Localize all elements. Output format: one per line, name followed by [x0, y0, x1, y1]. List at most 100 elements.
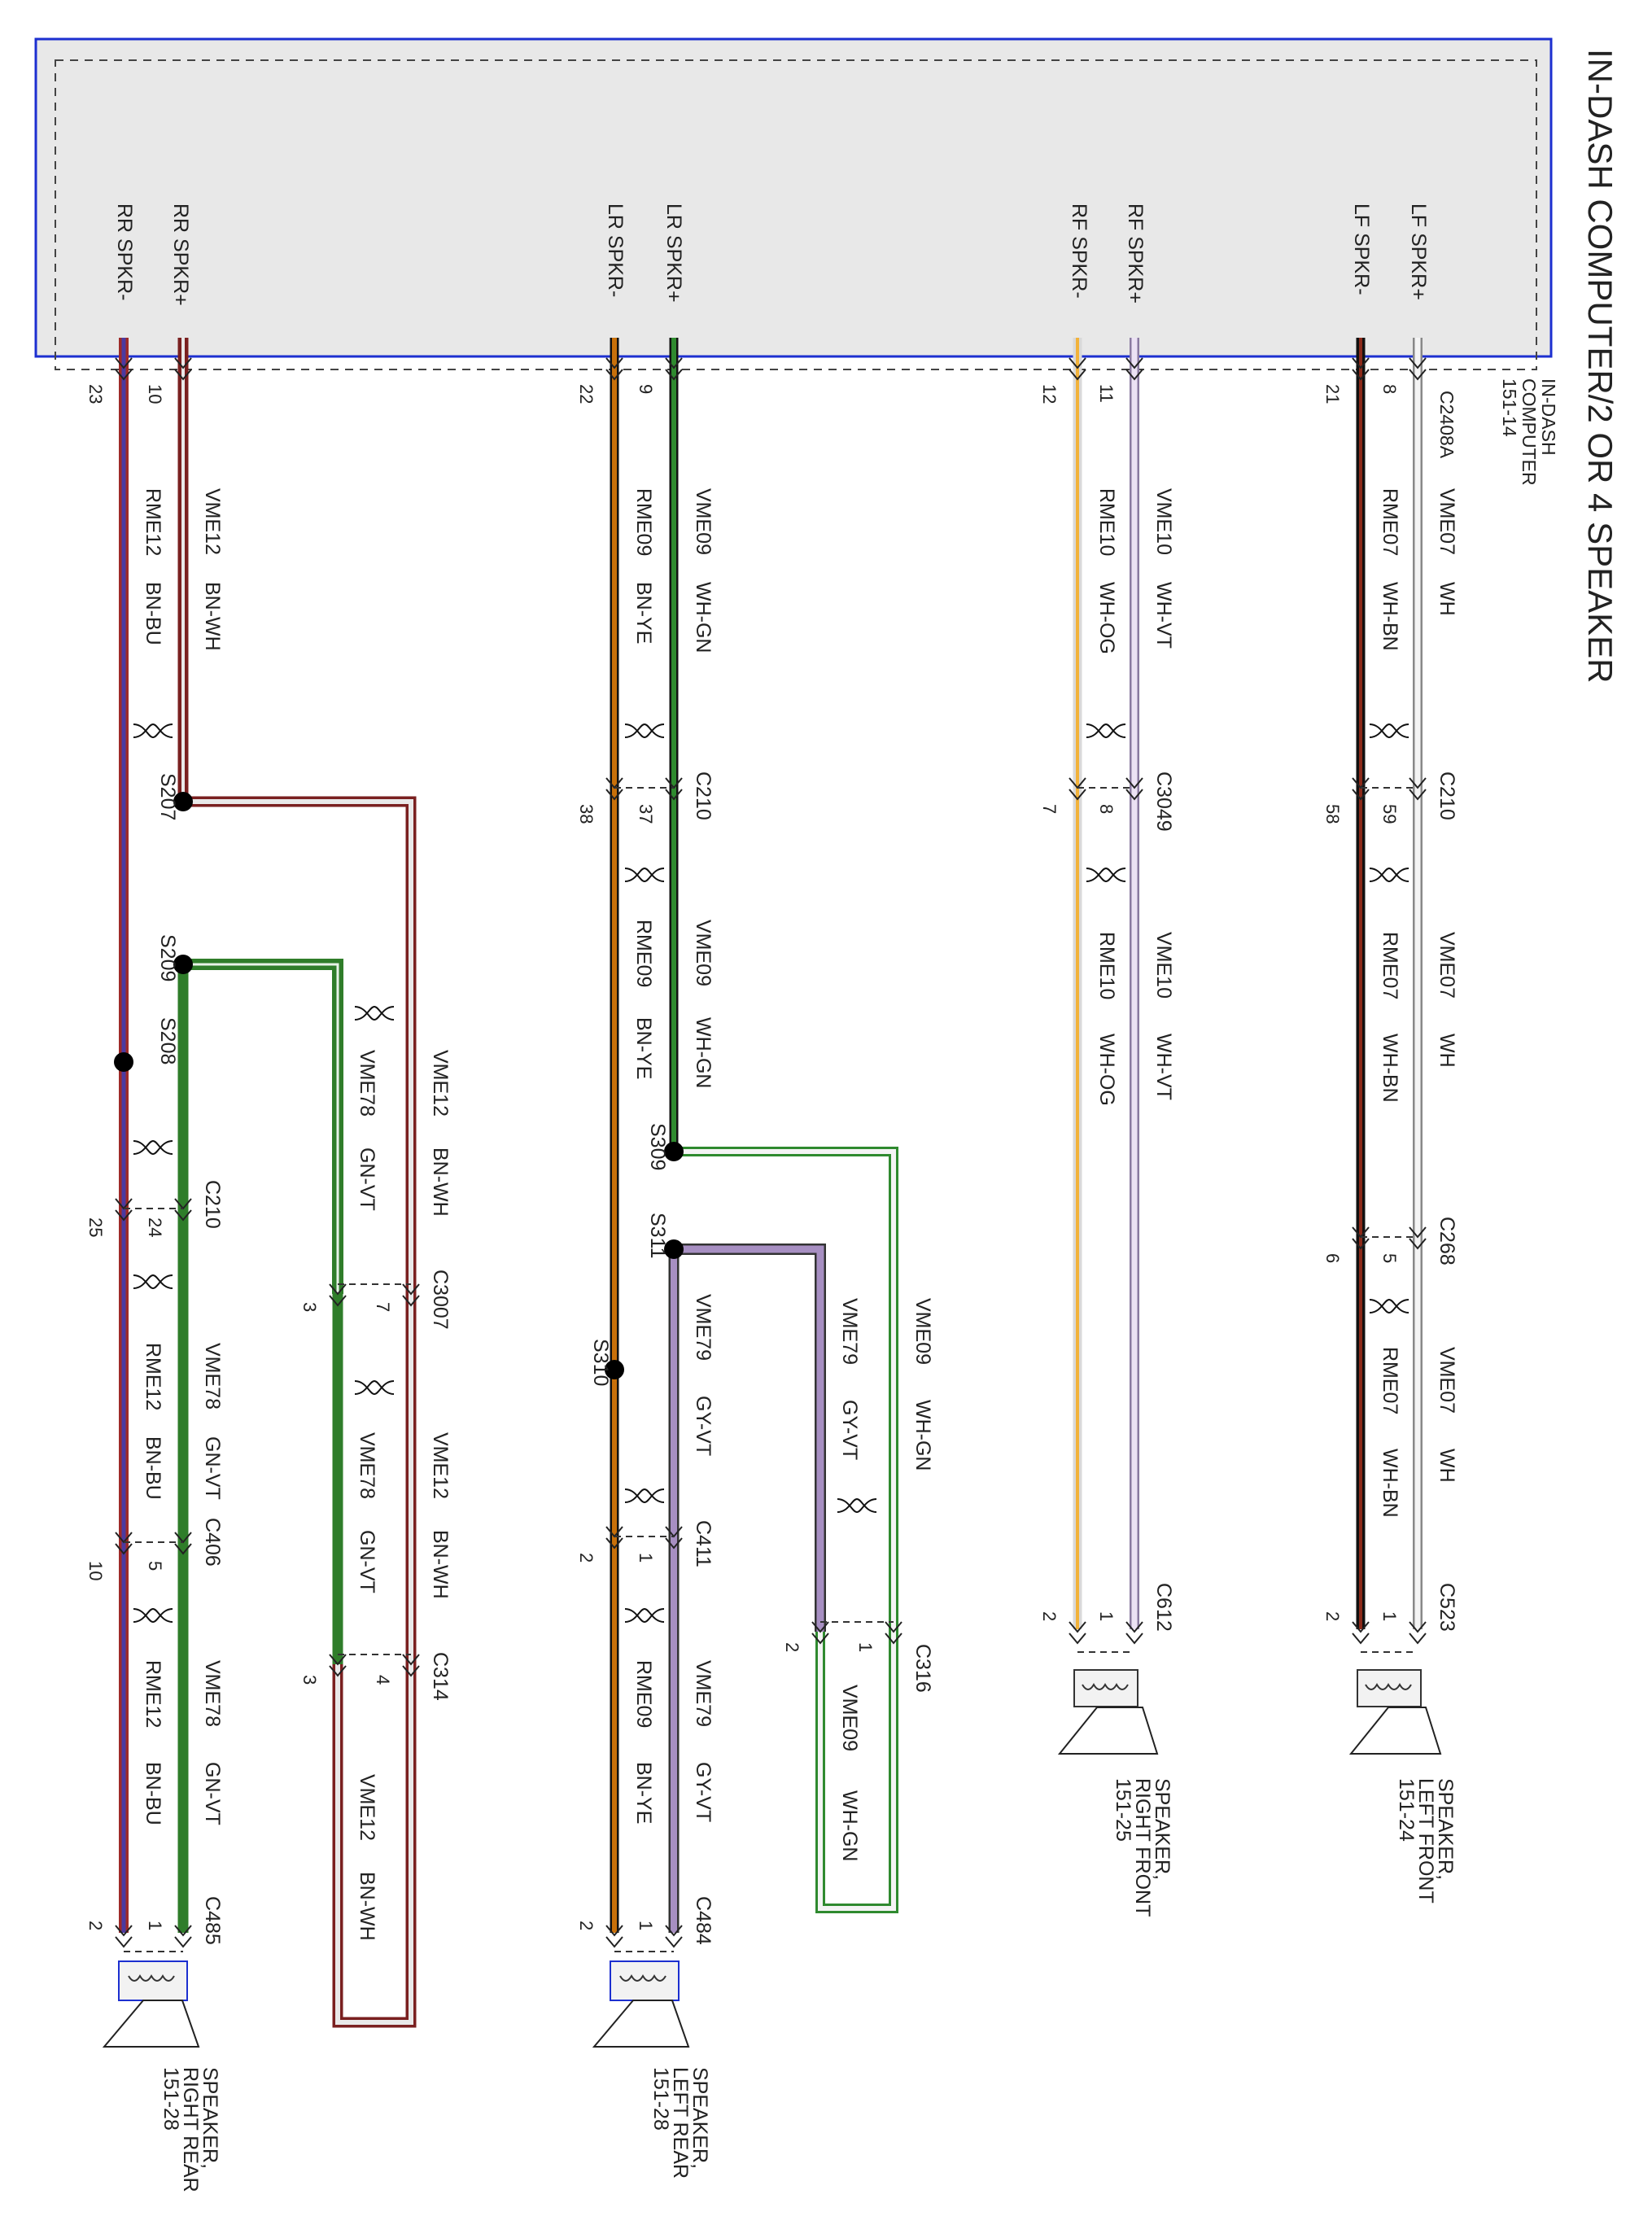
pin-lr-neg-c411: 2: [576, 1553, 597, 1563]
wire-vme09-3: VME09: [911, 1298, 934, 1365]
speaker-lr-line3: 151-28: [649, 2067, 672, 2131]
terminal-lf-spkr-neg: LF SPKR-: [1350, 203, 1373, 295]
wire-wh-gn-3: WH-GN: [911, 1400, 934, 1471]
wire-vme12-3: VME12: [429, 1432, 452, 1499]
connector-c523: C523: [1436, 1583, 1458, 1632]
wire-rme09-2: RME09: [632, 920, 655, 987]
pin-c3007-7: 7: [373, 1302, 393, 1312]
pin-c314-3: 3: [299, 1675, 320, 1685]
wire-rme12-3: RME12: [142, 1660, 164, 1728]
wire-vme78-1: VME78: [356, 1050, 378, 1117]
pin-c316-2: 2: [782, 1642, 802, 1652]
terminal-lf-spkr-pos: LF SPKR+: [1407, 203, 1430, 300]
pin-rr-pos-c485: 1: [145, 1921, 165, 1930]
wire-vme10-1: VME10: [1152, 488, 1175, 555]
speaker-lf-line2: LEFT FRONT: [1414, 1778, 1437, 1904]
wire-wh-bn-1: WH-BN: [1379, 582, 1401, 651]
splice-s207: S207: [156, 773, 179, 820]
splice-s310: S310: [589, 1339, 612, 1386]
pin-lf-neg-module: 21: [1322, 384, 1343, 404]
wire-wh-vt-1: WH-VT: [1152, 582, 1175, 649]
wire-rme12-2: RME12: [142, 1343, 164, 1410]
wire-wh-vt-2: WH-VT: [1152, 1034, 1175, 1100]
connector-c316: C316: [911, 1644, 934, 1693]
wire-bn-wh-2: BN-WH: [429, 1147, 452, 1217]
wire-vme07-1: VME07: [1436, 488, 1458, 555]
wire-vme79-2: VME79: [692, 1294, 715, 1361]
wire-vme12-2: VME12: [429, 1050, 452, 1117]
wire-rme10-2: RME10: [1095, 932, 1118, 999]
in-dash-computer-box: [34, 37, 1553, 358]
pin-rf-pos-module: 11: [1096, 384, 1117, 403]
pin-lr-pos-c210: 37: [636, 804, 656, 824]
pin-c316-1: 1: [855, 1642, 876, 1652]
terminal-lr-spkr-pos: LR SPKR+: [662, 203, 685, 303]
connector-c406: C406: [201, 1518, 224, 1567]
pin-lr-neg-c484: 2: [576, 1921, 597, 1930]
pin-lf-neg-c523: 2: [1322, 1611, 1343, 1621]
wire-gy-vt-2: GY-VT: [692, 1396, 715, 1456]
wire-vme07-2: VME07: [1436, 932, 1458, 999]
wire-rme07-3: RME07: [1379, 1347, 1401, 1414]
pin-c314-4: 4: [373, 1675, 393, 1685]
speaker-lf-line1: SPEAKER,: [1434, 1778, 1457, 1880]
pin-rr-pos-c210: 24: [145, 1217, 165, 1237]
wire-bn-wh-1: BN-WH: [201, 582, 224, 651]
terminal-rf-spkr-neg: RF SPKR-: [1068, 203, 1090, 299]
wire-vme79-1: VME79: [838, 1298, 861, 1365]
pin-rr-neg-c406: 10: [85, 1561, 106, 1580]
connector-c2408a: C2408A: [1436, 391, 1458, 459]
speaker-rf-line1: SPEAKER,: [1151, 1778, 1173, 1880]
pin-lr-neg-module: 22: [576, 384, 597, 404]
wire-bn-bu-3: BN-BU: [142, 1762, 164, 1825]
pin-rf-pos-c612: 1: [1096, 1611, 1117, 1621]
wire-bn-ye-1: BN-YE: [632, 582, 655, 644]
rf-group: [1057, 338, 1159, 1755]
terminal-lr-spkr-neg: LR SPKR-: [604, 203, 627, 297]
connector-c3049: C3049: [1152, 771, 1175, 832]
wire-wh-bn-2: WH-BN: [1379, 1034, 1401, 1103]
module-dashed-frame: [55, 59, 1537, 370]
wire-bn-ye-3: BN-YE: [632, 1762, 655, 1824]
connector-c3007: C3007: [429, 1270, 452, 1330]
module-name-1: IN-DASH: [1538, 378, 1559, 456]
pin-rf-neg-module: 12: [1039, 384, 1060, 404]
wire-rme09-3: RME09: [632, 1660, 655, 1728]
pin-lf-pos-c210: 59: [1379, 804, 1400, 824]
speaker-rr-line1: SPEAKER,: [199, 2067, 221, 2169]
lf-group: [1348, 338, 1442, 1755]
terminal-rr-spkr-neg: RR SPKR-: [113, 203, 136, 300]
connector-c485: C485: [201, 1896, 224, 1945]
wire-wh-gn-4: WH-GN: [838, 1790, 861, 1861]
wire-gn-vt-4: GN-VT: [201, 1762, 224, 1825]
speaker-lr-line1: SPEAKER,: [688, 2067, 711, 2169]
wire-rme09-1: RME09: [632, 488, 655, 556]
wire-rme07-2: RME07: [1379, 932, 1401, 999]
wire-gn-vt-1: GN-VT: [356, 1147, 378, 1211]
wire-vme78-3: VME78: [356, 1432, 378, 1499]
speaker-rr-line3: 151-28: [160, 2067, 182, 2131]
pin-rr-neg-c210: 25: [85, 1217, 106, 1237]
connector-c210-lf: C210: [1436, 771, 1458, 820]
pin-rf-pos-c3049: 8: [1096, 804, 1117, 814]
module-name-2: COMPUTER: [1519, 378, 1540, 486]
wire-wh-og-1: WH-OG: [1095, 582, 1118, 654]
pin-lr-pos-c411: 1: [636, 1553, 656, 1563]
wire-bn-bu-1: BN-BU: [142, 582, 164, 645]
connector-c210-lr: C210: [692, 771, 715, 820]
pin-lf-pos-module: 8: [1379, 384, 1400, 394]
splice-s208: S208: [156, 1017, 179, 1064]
wire-wh-og-2: WH-OG: [1095, 1034, 1118, 1106]
pin-rr-pos-c406: 5: [145, 1561, 165, 1571]
splice-s311: S311: [646, 1213, 669, 1259]
splice-s209: S209: [156, 934, 179, 981]
connector-c484: C484: [692, 1896, 715, 1945]
pin-rr-neg-module: 23: [85, 384, 106, 404]
pin-rr-neg-c485: 2: [85, 1921, 106, 1930]
wire-gy-vt-1: GY-VT: [838, 1400, 861, 1460]
wire-vme09-2: VME09: [692, 920, 715, 986]
wire-wh-2: WH: [1436, 1034, 1458, 1068]
pin-lf-pos-c268: 5: [1379, 1253, 1400, 1263]
terminal-rf-spkr-pos: RF SPKR+: [1124, 203, 1147, 304]
